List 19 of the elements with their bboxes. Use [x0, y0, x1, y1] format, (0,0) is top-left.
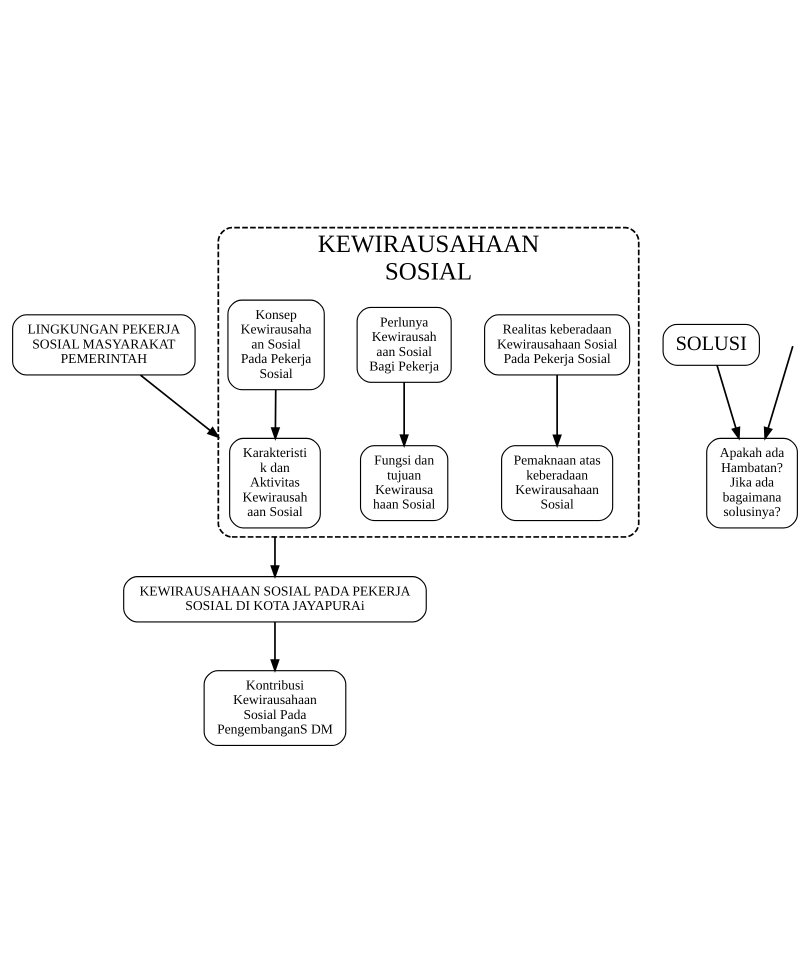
arrow — [716, 364, 740, 440]
arrow — [552, 374, 562, 448]
node-box: Kontribusi Kewirausahaan Sosial Pada PengembanganS DM — [204, 670, 346, 746]
node-box: Karakteristi k dan Aktivitas Kewirausah aan Sosial — [229, 437, 321, 528]
arrow — [764, 345, 794, 440]
arrow — [270, 536, 280, 578]
arrow — [399, 382, 409, 448]
node-box: SOLUSI — [662, 323, 760, 366]
node-box: KEWIRAUSAHAAN SOSIAL PADA PEKERJA SOSIAL DI KOTA JAYAPURAi — [123, 576, 427, 622]
node-box: Perlunya Kewirausah aan Sosial Bagi Pekerja — [356, 306, 452, 382]
arrow — [140, 374, 220, 438]
node-box: Realitas keberadaan Kewirausahaan Sosial Pada Pekerja Sosial — [484, 314, 630, 375]
arrow — [270, 389, 280, 440]
node-box: Konsep Kewirausaha an Sosial Pada Pekerja Sosial — [227, 299, 325, 390]
node-box: Pemaknaan atas keberadaan Kewirausahaan Sosial — [501, 444, 614, 521]
node-box: Fungsi dan tujuan Kewirausa haan Sosial — [360, 444, 448, 521]
node-box: LINGKUNGAN PEKERJA SOSIAL MASYARAKAT PEMERINTAH — [12, 314, 196, 375]
arrow — [270, 621, 280, 672]
node-box: Apakah ada Hambatan? Jika ada bagaimana solusinya? — [706, 437, 798, 528]
